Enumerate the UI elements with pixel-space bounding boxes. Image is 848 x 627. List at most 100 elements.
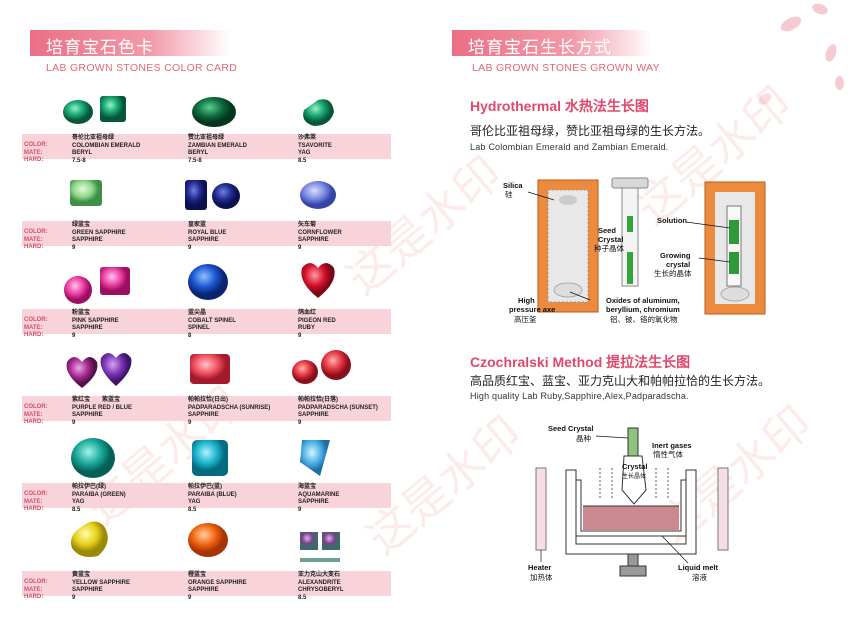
- gem-color: ORANGE SAPPHIRE: [188, 579, 247, 586]
- gem-mate: YAG: [298, 150, 311, 157]
- label-high: High: [518, 296, 535, 305]
- label-solution: Solution: [657, 216, 687, 225]
- gem-cn: 沙弗莱: [298, 135, 317, 141]
- gem-color: PINK SAPPHIRE: [72, 317, 119, 324]
- gem-mate: SAPPHIRE: [188, 412, 219, 419]
- color-card-row-band: [22, 221, 391, 246]
- row-labels: COLOR:MATE:HARD:: [24, 317, 48, 340]
- gem-color: AQUAMARINE: [298, 491, 340, 498]
- gem-cn: 赞比亚祖母绿: [188, 135, 225, 141]
- gem-color: PIGEON RED: [298, 317, 336, 324]
- gem-hard: 9: [188, 594, 192, 601]
- color-card-header-bar: 培育宝石色卡: [30, 30, 230, 58]
- gem-mate: SAPPHIRE: [72, 587, 103, 594]
- gem-cn: 皇家蓝: [188, 222, 207, 228]
- gem-hard: 9: [298, 506, 302, 513]
- row-label: MATE:: [24, 498, 43, 505]
- gem-mate: SAPPHIRE: [72, 412, 103, 419]
- color-card-row-band: [22, 571, 391, 596]
- label-crystal: Crystal: [598, 235, 623, 244]
- row-labels: COLOR:MATE:HARD:: [24, 142, 48, 165]
- row-label: HARD:: [24, 506, 44, 513]
- grown-way-header-bar: 培育宝石生长方式: [452, 30, 652, 58]
- gem-hard: 9: [72, 419, 76, 426]
- gem-hard: 9: [72, 332, 76, 339]
- color-card-row-band: [22, 396, 391, 421]
- gem-cn: 橙蓝宝: [188, 572, 207, 578]
- gem-hard: 8.5: [72, 506, 81, 513]
- gem-mate: SAPPHIRE: [188, 237, 219, 244]
- czochralski-desc-en: High quality Lab Ruby,Sapphire,Alex,Padp…: [470, 391, 689, 401]
- gem-color: CORNFLOWER: [298, 229, 342, 236]
- gem-color: PURPLE RED / BLUE: [72, 404, 133, 411]
- label-heater: Heater: [528, 563, 551, 572]
- gem-cn: 海蓝宝: [298, 484, 317, 490]
- hydrothermal-desc-en: Lab Colombian Emerald and Zambian Emeral…: [470, 142, 669, 152]
- gem-hard: 8.5: [188, 506, 197, 513]
- gem-hard: 7.5-8: [72, 157, 86, 164]
- label-seed-crystal-cn: 晶种: [576, 433, 591, 443]
- gem-hard: 8.5: [298, 157, 307, 164]
- gem-color: ALEXANDRITE: [298, 579, 341, 586]
- gem-hard: 9: [298, 332, 302, 339]
- color-card-title: 培育宝石色卡: [46, 38, 154, 58]
- gem-mate: BERYL: [188, 150, 209, 157]
- gem-cn: 鸽血红: [298, 310, 317, 316]
- label-seed-crystal: Seed Crystal: [548, 424, 593, 433]
- gem-mate: YAG: [188, 499, 201, 506]
- gem-color: ZAMBIAN EMERALD: [188, 142, 247, 149]
- gem-hard: 9: [298, 419, 302, 426]
- gem-color: COBALT SPINEL: [188, 317, 236, 324]
- label-seed-cn: 种子晶体: [594, 243, 624, 253]
- gem-color: PARAIBA (BLUE): [188, 491, 237, 498]
- czochralski-desc-cn: 高品质红宝、蓝宝、亚力克山大和帕帕拉恰的生长方法。: [470, 374, 771, 388]
- gem-mate: SAPPHIRE: [72, 237, 103, 244]
- gem-mate: RUBY: [298, 325, 316, 332]
- gem-cn: 帕帕拉恰(日落): [298, 397, 338, 403]
- gem-cn: 哥伦比亚祖母绿: [72, 135, 115, 141]
- gem-mate: BERYL: [72, 150, 93, 157]
- row-labels: COLOR:MATE:HARD:: [24, 229, 48, 252]
- row-labels: COLOR:MATE:HARD:: [24, 491, 48, 514]
- gem-cn: 矢车菊: [298, 222, 317, 228]
- gem-cn: 亚力克山大变石: [298, 572, 341, 578]
- hydrothermal-desc-cn: 哥伦比亚祖母绿，赞比亚祖母绿的生长方法。: [470, 124, 711, 138]
- row-labels: COLOR:MATE:HARD:: [24, 579, 48, 602]
- label-growing-cn: 生长的晶体: [654, 268, 692, 278]
- label-crystal-cn: 生长晶体: [622, 472, 646, 480]
- gem-cn: 黄蓝宝: [72, 572, 91, 578]
- gem-hard: 9: [188, 244, 192, 251]
- gem-cn: 蓝尖晶: [188, 310, 207, 316]
- row-label: MATE:: [24, 236, 43, 243]
- color-card-subtitle: LAB GROWN STONES COLOR CARD: [46, 62, 238, 74]
- row-label: MATE:: [24, 411, 43, 418]
- label-pressure-cn: 高压釜: [514, 314, 537, 324]
- hydrothermal-title: Hydrothermal 水热法生长图: [470, 98, 649, 114]
- gem-color: YELLOW SAPPHIRE: [72, 579, 131, 586]
- gem-color: PADPARADSCHA (SUNRISE): [188, 404, 271, 411]
- row-label: COLOR:: [24, 579, 48, 585]
- label-silica: Silica: [503, 181, 523, 190]
- gem-hard: 8: [188, 332, 192, 339]
- label-oxides2: beryllium, chromium: [606, 305, 680, 314]
- gem-hard: 7.5-8: [188, 157, 202, 164]
- row-label: MATE:: [24, 324, 43, 331]
- label-liquid-melt-cn: 溶液: [692, 572, 707, 582]
- czochralski-title: Czochralski Method 提拉法生长图: [470, 354, 691, 370]
- gem-color: ROYAL BLUE: [188, 229, 227, 236]
- label-heater-cn: 加热体: [530, 572, 553, 582]
- gem-cn: 帕拉伊巴(绿): [72, 484, 106, 490]
- gem-hard: 9: [298, 244, 302, 251]
